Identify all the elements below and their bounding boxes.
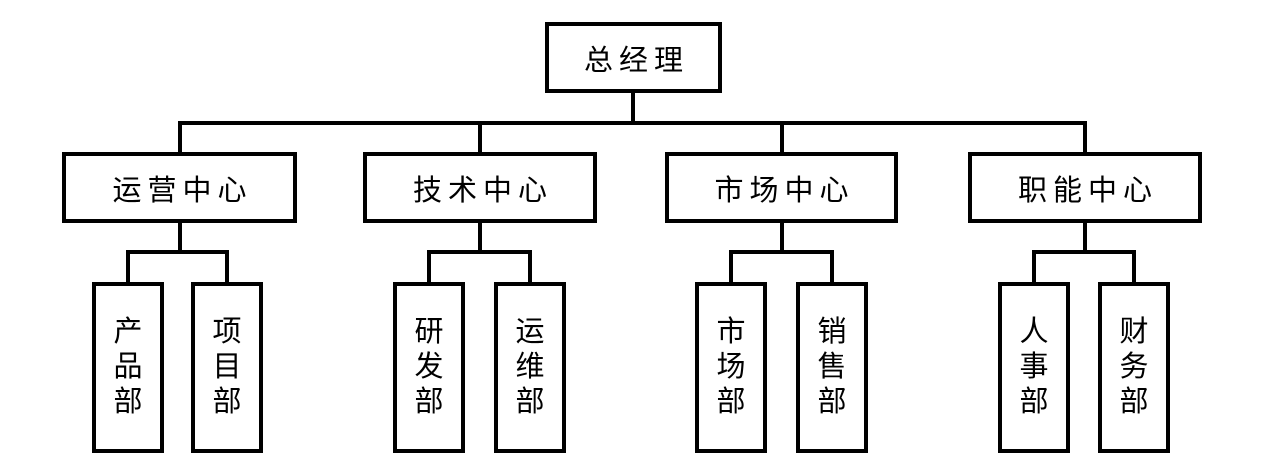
node-label: 运维部 (515, 316, 545, 418)
node-label: 总经理 (583, 44, 689, 77)
connector-line (1032, 250, 1036, 282)
node-label: 人事部 (1019, 316, 1049, 418)
node-rnd-dept: 研发部 (393, 282, 465, 453)
node-label: 财务部 (1119, 316, 1149, 418)
connector-line (830, 250, 834, 282)
node-label: 市场中心 (714, 174, 855, 207)
connector-line (1083, 223, 1087, 254)
connector-line (729, 250, 733, 282)
node-ops-maintenance-dept: 运维部 (494, 282, 566, 453)
node-finance-dept: 财务部 (1098, 282, 1170, 453)
connector-line (427, 250, 431, 282)
node-functions-center: 职能中心 (968, 152, 1202, 223)
connector-line (1132, 250, 1136, 282)
connector-line (780, 223, 784, 254)
connector-line (225, 250, 229, 282)
connector-line (178, 121, 1087, 125)
connector-line (427, 250, 532, 254)
connector-line (729, 250, 834, 254)
node-product-dept: 产品部 (92, 282, 164, 453)
connector-line (126, 250, 130, 282)
connector-line (478, 223, 482, 254)
node-technology-center: 技术中心 (363, 152, 597, 223)
node-label: 职能中心 (1017, 174, 1158, 207)
node-sales-dept: 销售部 (796, 282, 868, 453)
connector-line (780, 121, 784, 152)
connector-line (178, 223, 182, 254)
connector-line (1032, 250, 1136, 254)
node-operations-center: 运营中心 (62, 152, 297, 223)
node-market-center: 市场中心 (665, 152, 898, 223)
node-label: 技术中心 (412, 174, 553, 207)
node-project-dept: 项目部 (191, 282, 263, 453)
connector-line (478, 121, 482, 152)
connector-line (631, 93, 635, 125)
connector-line (126, 250, 229, 254)
node-label: 项目部 (212, 316, 242, 418)
node-label: 研发部 (414, 316, 444, 418)
node-label: 市场部 (716, 316, 746, 418)
connector-line (1083, 121, 1087, 152)
node-label: 销售部 (817, 316, 847, 418)
node-marketing-dept: 市场部 (695, 282, 767, 453)
node-label: 运营中心 (112, 174, 253, 207)
node-hr-dept: 人事部 (998, 282, 1070, 453)
connector-line (528, 250, 532, 282)
node-label: 产品部 (113, 316, 143, 418)
node-general-manager: 总经理 (545, 22, 722, 93)
connector-line (178, 121, 182, 152)
